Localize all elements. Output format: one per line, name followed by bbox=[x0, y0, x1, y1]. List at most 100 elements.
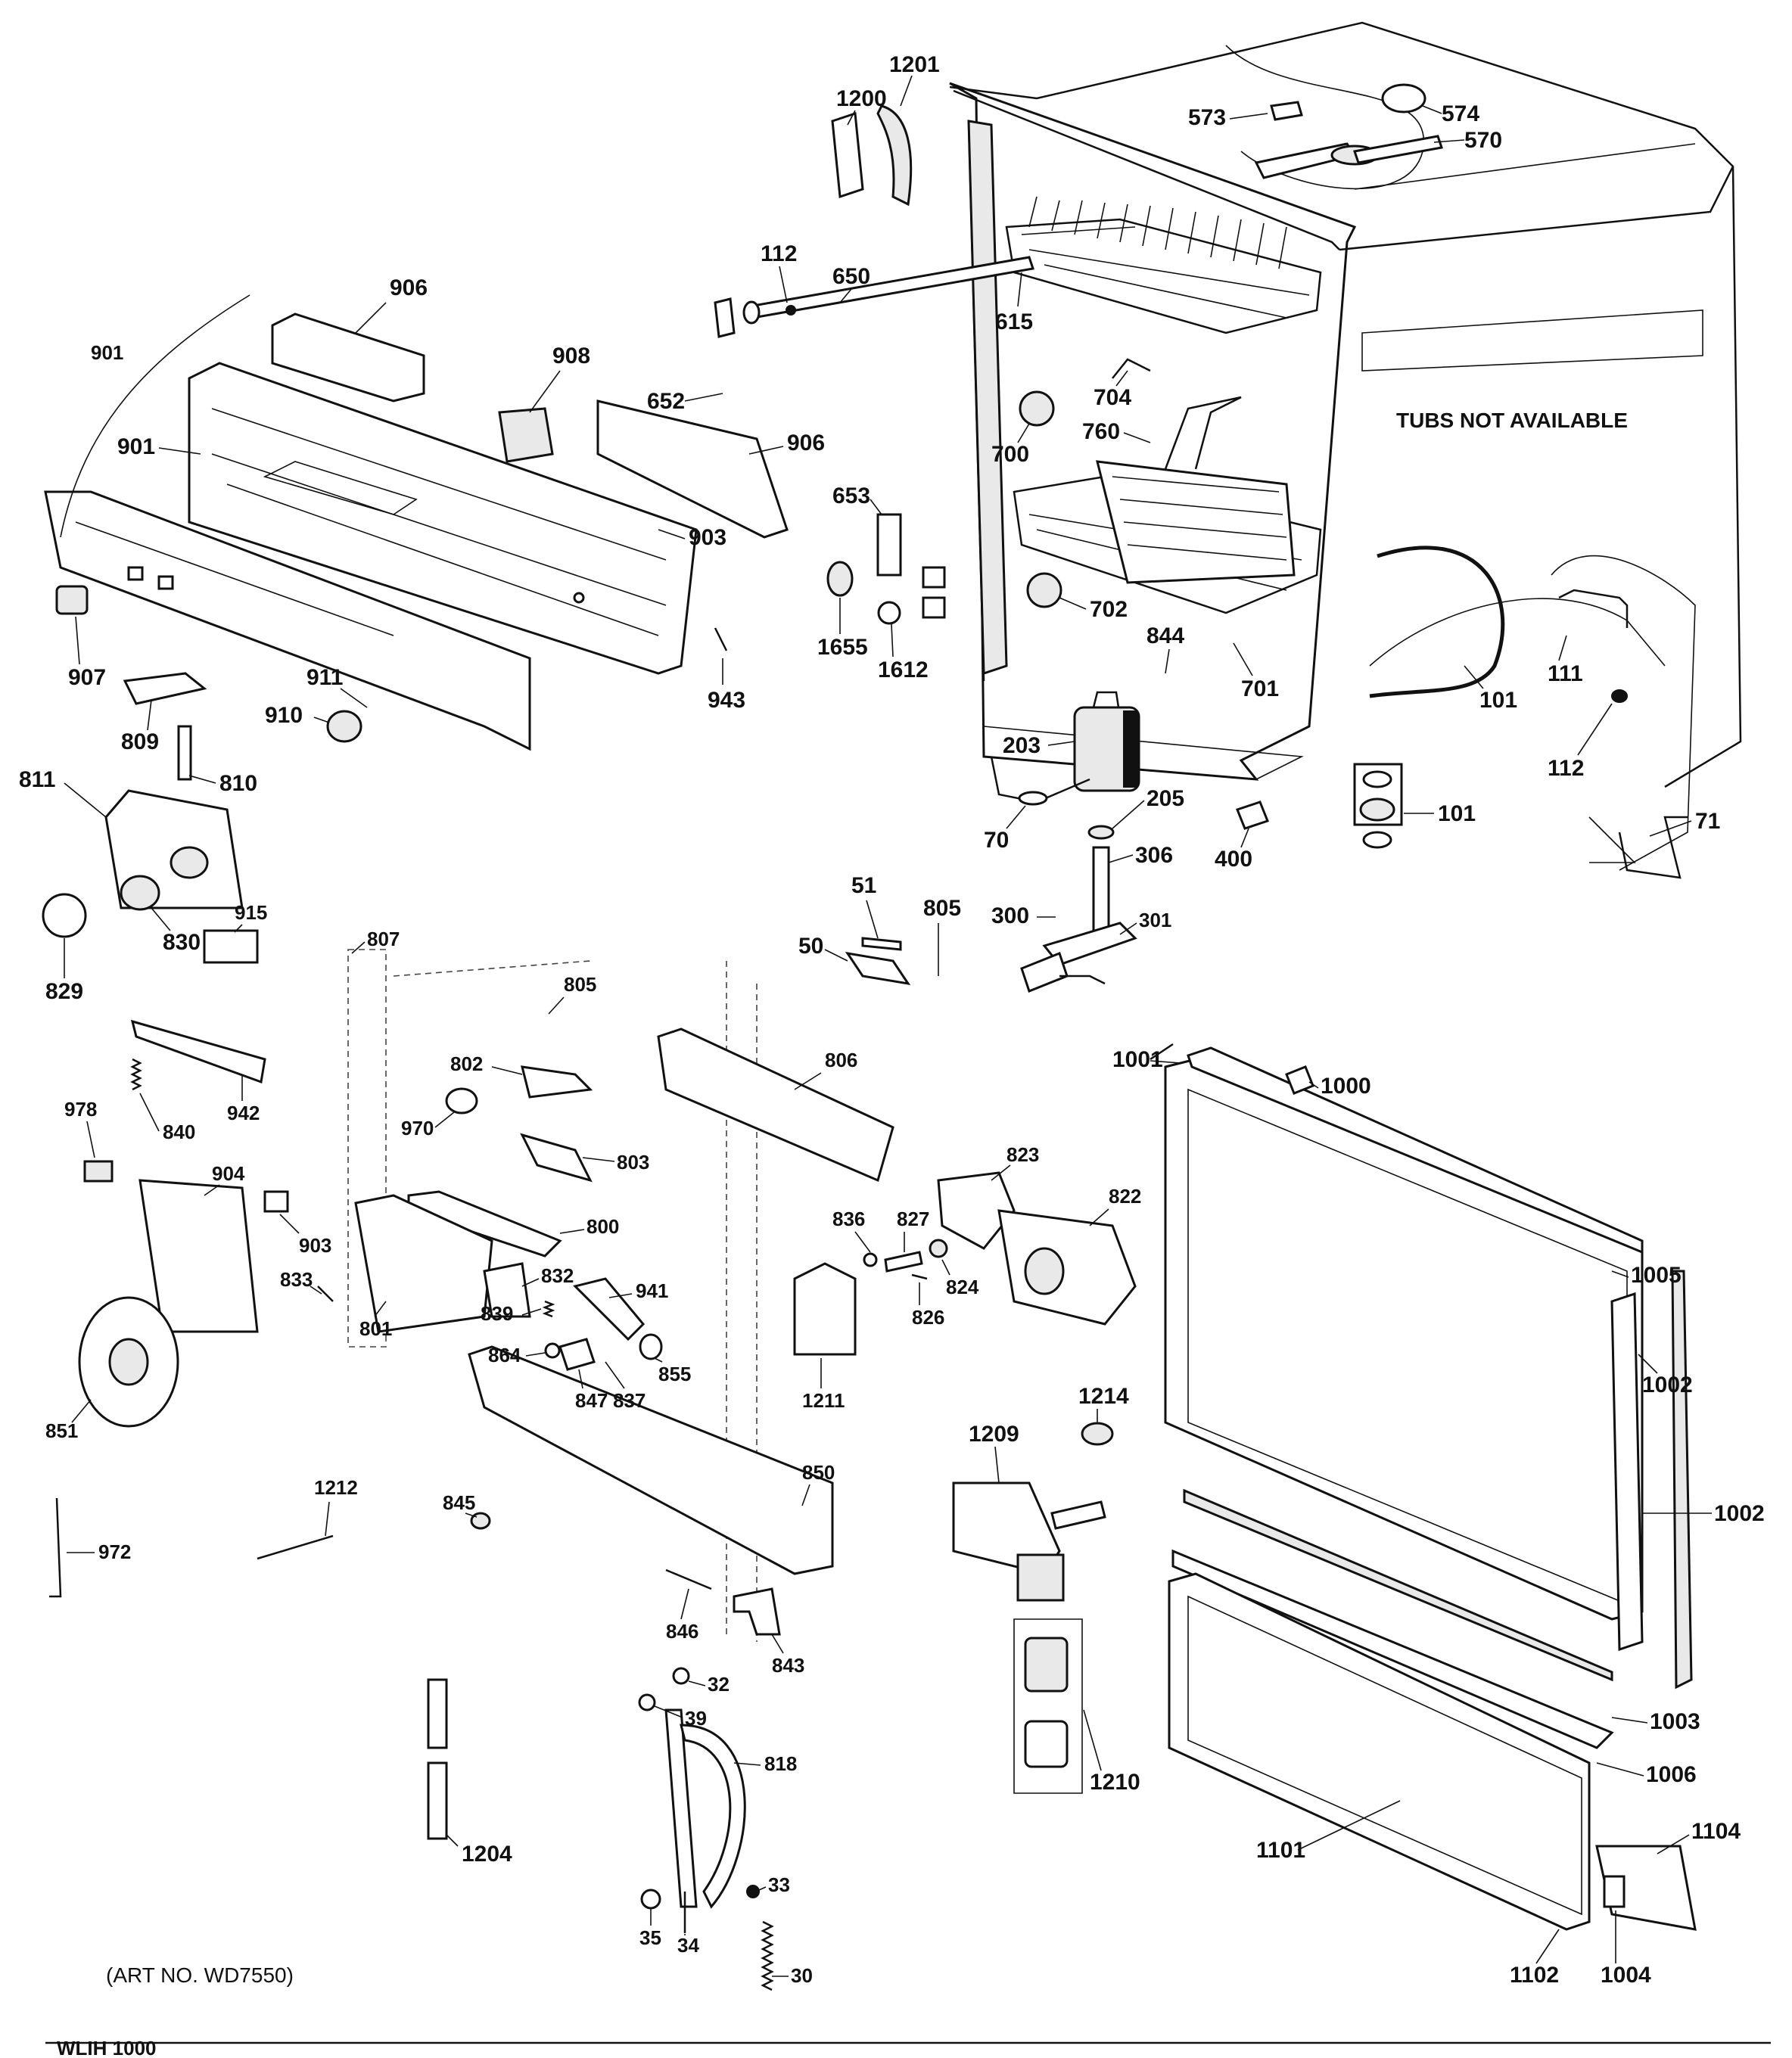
water-valve-1209 bbox=[952, 1422, 1114, 1602]
part-978 bbox=[83, 1160, 114, 1183]
callout-615: 615 bbox=[995, 309, 1033, 334]
callout-901: 901 bbox=[117, 434, 155, 459]
part-855 bbox=[639, 1333, 663, 1360]
callout-833: 833 bbox=[280, 1268, 313, 1291]
callout-839: 839 bbox=[481, 1302, 513, 1325]
callout-847: 847 bbox=[575, 1389, 608, 1412]
part-847 bbox=[558, 1338, 596, 1371]
callout-1212: 1212 bbox=[314, 1476, 358, 1499]
callout-1102: 1102 bbox=[1510, 1963, 1559, 1988]
plate-850 bbox=[468, 1345, 834, 1575]
callout-203: 203 bbox=[1003, 733, 1041, 758]
callout-1001: 1001 bbox=[1112, 1047, 1163, 1072]
callout-652: 652 bbox=[647, 389, 685, 414]
callout-32: 32 bbox=[708, 1673, 730, 1696]
footer-code: WLIH 1000 bbox=[57, 2037, 157, 2058]
part-33 bbox=[746, 1885, 760, 1898]
callout-1003: 1003 bbox=[1650, 1709, 1700, 1734]
callout-702: 702 bbox=[1090, 597, 1128, 622]
part-callouts: 1201 1200 573 574 570 112 650 652 615 70… bbox=[19, 52, 1765, 1988]
hinge-1200-1201 bbox=[831, 104, 913, 207]
callout-760: 760 bbox=[1082, 419, 1120, 444]
callout-840: 840 bbox=[163, 1121, 195, 1143]
wash-arm bbox=[1254, 83, 1443, 179]
callout-908: 908 bbox=[552, 344, 590, 368]
callout-39: 39 bbox=[685, 1707, 707, 1730]
latch-803 bbox=[520, 1133, 593, 1183]
part-809 bbox=[123, 672, 207, 705]
callout-701: 701 bbox=[1241, 676, 1279, 701]
callout-34: 34 bbox=[677, 1934, 699, 1957]
hose bbox=[1369, 546, 1505, 698]
callout-829: 829 bbox=[45, 979, 83, 1004]
callout-1612: 1612 bbox=[878, 658, 929, 682]
callout-301: 301 bbox=[1139, 909, 1171, 931]
callout-51: 51 bbox=[851, 873, 876, 898]
callout-827: 827 bbox=[897, 1208, 929, 1230]
knob-907 bbox=[55, 585, 89, 615]
callout-71: 71 bbox=[1695, 809, 1720, 834]
part-653 bbox=[876, 513, 902, 577]
callout-1200: 1200 bbox=[836, 86, 887, 111]
part-35 bbox=[640, 1889, 661, 1910]
callout-810: 810 bbox=[219, 771, 257, 796]
callout-830: 830 bbox=[163, 930, 201, 955]
callout-1004: 1004 bbox=[1601, 1963, 1651, 1988]
callout-35: 35 bbox=[639, 1926, 661, 1949]
timer-904 bbox=[138, 1179, 259, 1333]
spacer-1204-bottom bbox=[427, 1761, 448, 1840]
callout-807: 807 bbox=[367, 928, 400, 950]
callout-70: 70 bbox=[984, 828, 1009, 853]
callout-843: 843 bbox=[772, 1654, 804, 1677]
callout-910: 910 bbox=[265, 703, 303, 728]
latch-802 bbox=[521, 1065, 593, 1099]
callout-824: 824 bbox=[946, 1276, 979, 1298]
callout-1005: 1005 bbox=[1631, 1263, 1682, 1288]
callout-1214: 1214 bbox=[1078, 1384, 1129, 1409]
callout-845: 845 bbox=[443, 1491, 475, 1514]
callout-903-top: 903 bbox=[689, 525, 726, 550]
screw-943 bbox=[714, 627, 728, 651]
callout-653: 653 bbox=[832, 483, 870, 508]
bracket-400 bbox=[1236, 801, 1269, 830]
callout-1002-top: 1002 bbox=[1642, 1373, 1693, 1397]
callout-850: 850 bbox=[802, 1461, 835, 1484]
lever-942 bbox=[130, 1019, 266, 1084]
callout-837: 837 bbox=[613, 1389, 646, 1412]
rod-1212 bbox=[257, 1534, 334, 1560]
callout-903-small: 903 bbox=[299, 1234, 331, 1257]
vent-822 bbox=[997, 1209, 1137, 1326]
spring-30 bbox=[761, 1920, 774, 1991]
callout-972: 972 bbox=[98, 1540, 131, 1563]
panel-806 bbox=[657, 1027, 894, 1183]
callout-855: 855 bbox=[658, 1363, 691, 1385]
pin-826 bbox=[911, 1273, 928, 1280]
callout-1006: 1006 bbox=[1646, 1762, 1697, 1787]
callout-915: 915 bbox=[235, 901, 267, 924]
clip-903 bbox=[263, 1190, 289, 1213]
rack-roller-700 bbox=[1019, 390, 1055, 427]
callout-904: 904 bbox=[212, 1162, 245, 1185]
clip-50 bbox=[845, 951, 911, 986]
upper-rack bbox=[1005, 196, 1322, 334]
part-832 bbox=[483, 1262, 531, 1318]
switch-906-top bbox=[271, 312, 425, 403]
fittings-101 bbox=[1353, 763, 1403, 849]
lower-rack bbox=[1013, 396, 1322, 614]
callout-802: 802 bbox=[450, 1052, 483, 1075]
callout-844: 844 bbox=[1146, 623, 1184, 648]
callout-978: 978 bbox=[64, 1098, 97, 1121]
hose-843 bbox=[733, 1587, 781, 1636]
callout-574: 574 bbox=[1442, 101, 1479, 126]
callout-836: 836 bbox=[832, 1208, 865, 1230]
callout-906-bracket: 906 bbox=[787, 431, 825, 455]
note-tubs-not-available: TUBS NOT AVAILABLE bbox=[1396, 409, 1628, 432]
callout-1002-side: 1002 bbox=[1714, 1501, 1765, 1526]
callout-801: 801 bbox=[359, 1317, 392, 1340]
knob-910 bbox=[326, 710, 362, 743]
switch-908 bbox=[498, 407, 554, 463]
part-864 bbox=[544, 1342, 561, 1359]
nut-845 bbox=[470, 1512, 491, 1530]
callout-33: 33 bbox=[768, 1873, 790, 1896]
callout-809: 809 bbox=[121, 729, 159, 754]
